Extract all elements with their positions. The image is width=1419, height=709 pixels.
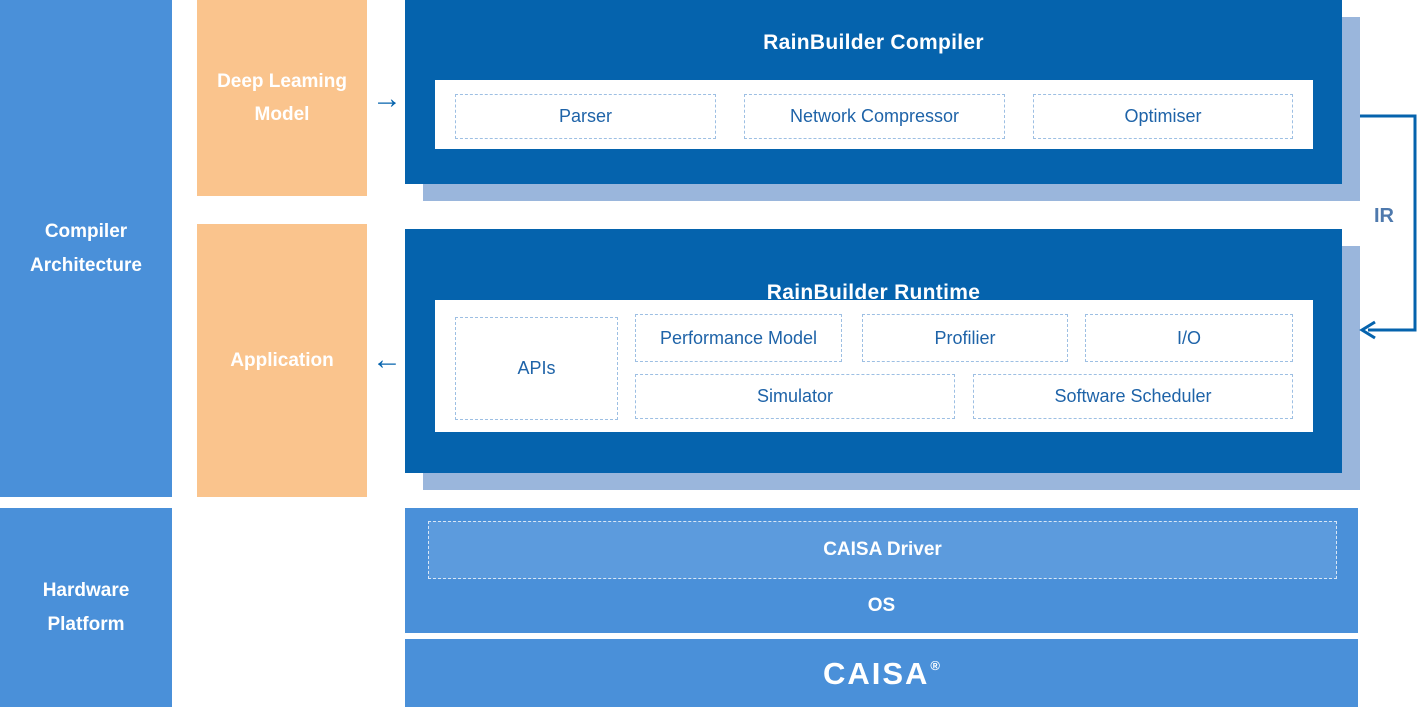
ir-connector-line bbox=[1359, 114, 1417, 340]
caisa-box: CAISA® bbox=[405, 639, 1358, 707]
runtime-title: RainBuilder Runtime bbox=[766, 281, 981, 304]
simulator-module: Simulator bbox=[635, 374, 955, 419]
compiler-architecture-text: Compiler Architecture bbox=[30, 221, 142, 276]
parser-module: Parser bbox=[455, 94, 716, 139]
io-module: I/O bbox=[1085, 314, 1293, 362]
os-box: CAISA Driver OS bbox=[405, 508, 1358, 633]
apis-module: APIs bbox=[455, 317, 618, 420]
optimiser-module: Optimiser bbox=[1033, 94, 1293, 139]
runtime-modules-panel: APIs Performance Model Profilier I/O Sim… bbox=[435, 300, 1313, 432]
arrow-right-icon: → bbox=[372, 82, 402, 115]
rainbuilder-compiler-block: RainBuilder Compiler Parser Network Comp… bbox=[405, 0, 1342, 184]
caisa-logo: CAISA® bbox=[823, 658, 940, 689]
software-scheduler-module: Software Scheduler bbox=[973, 374, 1293, 419]
registered-trademark-icon: ® bbox=[930, 657, 941, 673]
compiler-modules-panel: Parser Network Compressor Optimiser bbox=[435, 80, 1313, 149]
network-compressor-module: Network Compressor bbox=[744, 94, 1005, 139]
performance-model-module: Performance Model bbox=[635, 314, 842, 362]
arrow-left-icon: ← bbox=[372, 343, 402, 376]
hardware-platform-section-label: Hardware Platform bbox=[0, 508, 172, 707]
compiler-title: RainBuilder Compiler bbox=[763, 31, 984, 54]
rainbuilder-runtime-block: RainBuilder Runtime APIs Performance Mod… bbox=[405, 229, 1342, 473]
hardware-platform-text: Hardware Platform bbox=[42, 580, 130, 635]
caisa-driver-text: CAISA Driver bbox=[823, 539, 942, 560]
deep-learning-model-text: Deep Leaming Model bbox=[217, 70, 347, 125]
caisa-logo-text: CAISA bbox=[822, 655, 930, 691]
application-box: Application bbox=[197, 224, 367, 497]
os-label: OS bbox=[867, 595, 896, 616]
ir-label: IR bbox=[1374, 205, 1394, 227]
profilier-module: Profilier bbox=[862, 314, 1068, 362]
deep-learning-model-box: Deep Leaming Model bbox=[197, 0, 367, 196]
compiler-architecture-section-label: Compiler Architecture bbox=[0, 0, 172, 497]
caisa-driver-bar: CAISA Driver bbox=[428, 521, 1337, 579]
application-text: Application bbox=[230, 349, 334, 371]
